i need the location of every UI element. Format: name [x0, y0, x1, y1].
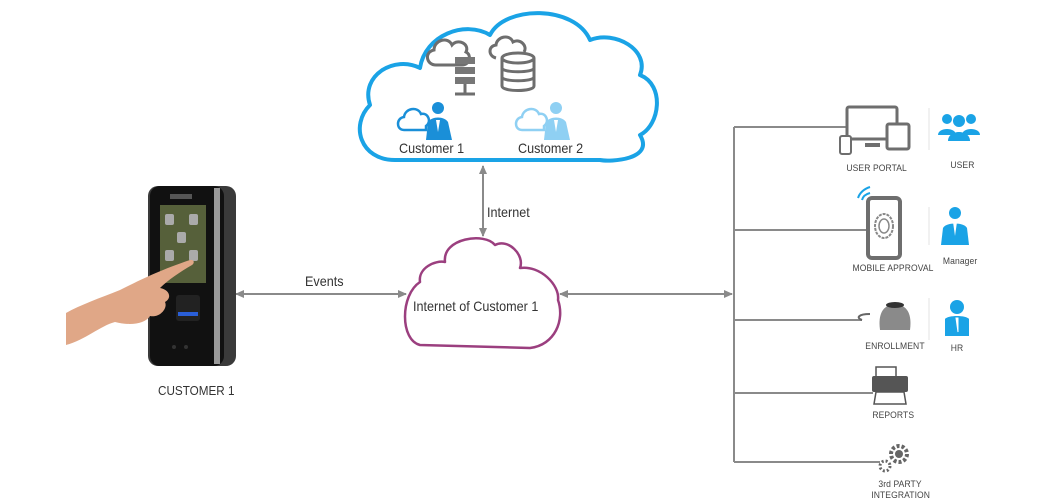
output-label-3rd-party: 3rd PARTY	[878, 479, 922, 490]
customer-2-label: Customer 2	[518, 140, 584, 156]
role-label-user: USER	[950, 160, 975, 171]
users-group-icon	[938, 114, 980, 141]
center-cloud-label: Internet of Customer 1	[413, 298, 539, 314]
database-cloud-icon	[488, 35, 536, 92]
role-label-hr: HR	[950, 343, 964, 354]
top-cloud	[357, 11, 659, 163]
mobile-fingerprint-icon	[857, 186, 902, 260]
device-label: CUSTOMER 1	[158, 383, 235, 398]
manager-icon	[941, 207, 969, 245]
server-cloud-icon	[426, 38, 475, 96]
fingerprint-scanner-icon	[857, 302, 911, 330]
biometric-terminal-icon	[66, 186, 236, 366]
devices-icon	[839, 105, 911, 155]
printer-icon	[872, 366, 908, 405]
customer-1-icon	[396, 102, 452, 140]
events-label: Events	[305, 273, 344, 289]
customer-1-label: Customer 1	[399, 140, 465, 156]
role-label-manager: Manager	[942, 256, 978, 267]
output-label-mobile-approval: MOBILE APPROVAL	[852, 263, 934, 274]
output-label-integration: INTEGRATION	[871, 490, 931, 501]
internet-label: Internet	[487, 204, 530, 220]
center-cloud	[403, 237, 562, 350]
output-label-user-portal: USER PORTAL	[846, 163, 907, 174]
gears-icon	[878, 444, 909, 473]
customer-2-icon	[514, 102, 570, 140]
output-bus	[733, 126, 880, 463]
output-label-enrollment: ENROLLMENT	[865, 341, 925, 352]
output-label-reports: REPORTS	[872, 410, 915, 421]
hr-person-icon	[945, 300, 969, 336]
